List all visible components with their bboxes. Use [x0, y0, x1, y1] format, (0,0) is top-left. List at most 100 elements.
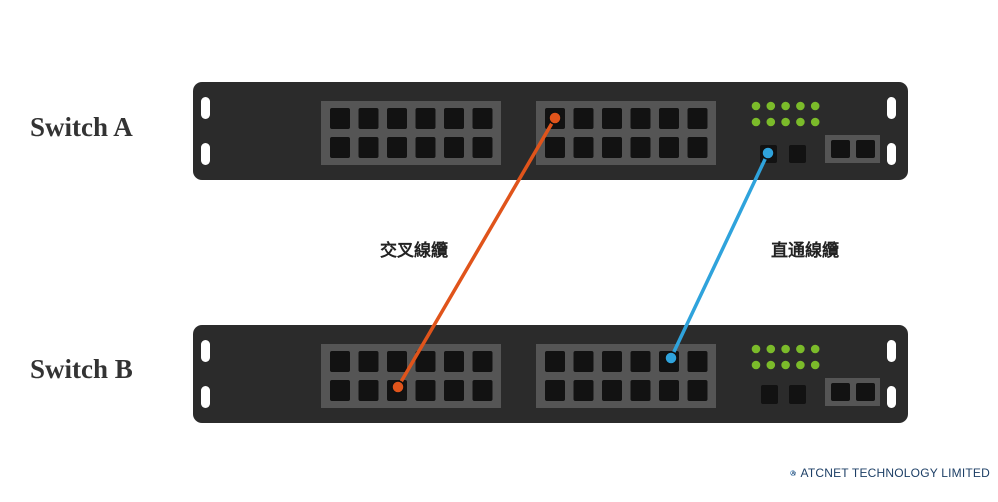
ethernet-port: [573, 351, 594, 372]
port-panel-left: [321, 101, 501, 165]
status-led: [781, 101, 790, 111]
atcnet-logo-icon: [790, 470, 796, 476]
uplink-port: [856, 140, 875, 158]
ethernet-port: [444, 380, 464, 401]
ethernet-port: [687, 351, 708, 372]
ethernet-port: [687, 108, 708, 129]
uplink-port: [856, 383, 875, 401]
ethernet-port: [387, 108, 407, 129]
straight-cable-line: [669, 151, 770, 360]
uplink-port: [831, 140, 850, 158]
status-led: [766, 101, 776, 111]
status-led: [810, 117, 820, 127]
rack-ear-slot: [201, 386, 210, 408]
ethernet-port: [545, 351, 565, 372]
status-led: [781, 117, 790, 127]
rack-ear-slot: [201, 143, 210, 165]
straight-cable-label: 直通線纜: [771, 241, 839, 261]
ethernet-port: [659, 380, 679, 401]
ethernet-port: [630, 108, 651, 129]
ethernet-port: [444, 108, 464, 129]
status-led: [796, 360, 805, 370]
ethernet-port: [602, 380, 622, 401]
port-panel-right: [536, 344, 716, 408]
rack-ear-slot: [887, 97, 896, 119]
port-panel-left: [321, 344, 501, 408]
ethernet-port: [472, 108, 493, 129]
ethernet-port: [358, 351, 379, 372]
ethernet-port: [659, 108, 679, 129]
status-led: [781, 344, 790, 354]
straight-cable-end: [761, 146, 775, 160]
ethernet-port: [444, 137, 464, 158]
ethernet-port: [472, 137, 493, 158]
ethernet-port: [472, 351, 493, 372]
ethernet-port: [545, 137, 565, 158]
rack-ear-slot: [201, 97, 210, 119]
brand-name: ATCNET TECHNOLOGY LIMITED: [800, 466, 990, 480]
crossover-cable-end: [391, 380, 405, 394]
status-led: [751, 360, 761, 370]
ethernet-port: [602, 351, 622, 372]
status-led: [766, 360, 776, 370]
switch-b: [193, 325, 908, 423]
switch-a: [193, 82, 908, 180]
ethernet-port: [415, 351, 436, 372]
ethernet-port: [387, 137, 407, 158]
switch-a-label: Switch A: [30, 112, 133, 142]
crossover-cable-line: [396, 116, 557, 389]
ethernet-port: [330, 137, 350, 158]
ethernet-port: [602, 137, 622, 158]
console-port: [761, 385, 778, 404]
ethernet-port: [545, 380, 565, 401]
ethernet-port: [472, 380, 493, 401]
console-port: [789, 145, 806, 163]
rack-ear-slot: [887, 143, 896, 165]
brand: ATCNET TECHNOLOGY LIMITED: [790, 456, 990, 490]
ethernet-port: [387, 351, 407, 372]
status-led: [751, 344, 761, 354]
crossover-cable-label: 交叉線纜: [380, 241, 448, 261]
ethernet-port: [602, 108, 622, 129]
status-led: [751, 117, 761, 127]
switch-b-label: Switch B: [30, 354, 133, 384]
ethernet-port: [687, 137, 708, 158]
uplink-port: [831, 383, 850, 401]
ethernet-port: [358, 108, 379, 129]
status-led: [810, 344, 820, 354]
ethernet-port: [659, 137, 679, 158]
rack-ear-slot: [887, 340, 896, 362]
status-led: [781, 360, 790, 370]
rack-ear-slot: [887, 386, 896, 408]
status-led: [796, 117, 805, 127]
ethernet-port: [630, 137, 651, 158]
ethernet-port: [573, 380, 594, 401]
ethernet-port: [444, 351, 464, 372]
ethernet-port: [330, 380, 350, 401]
console-port: [789, 385, 806, 404]
ethernet-port: [358, 380, 379, 401]
ethernet-port: [687, 380, 708, 401]
status-led: [766, 117, 776, 127]
status-led: [810, 360, 820, 370]
status-led: [796, 101, 805, 111]
port-panel-right: [536, 101, 716, 165]
ethernet-port: [415, 137, 436, 158]
ethernet-port: [630, 351, 651, 372]
status-led: [751, 101, 761, 111]
rack-ear-slot: [201, 340, 210, 362]
ethernet-port: [415, 380, 436, 401]
status-led: [810, 101, 820, 111]
crossover-cable-end: [548, 111, 562, 125]
ethernet-port: [573, 137, 594, 158]
straight-cable-end: [664, 351, 678, 365]
status-led: [766, 344, 776, 354]
ethernet-port: [415, 108, 436, 129]
ethernet-port: [330, 351, 350, 372]
status-led: [796, 344, 805, 354]
ethernet-port: [358, 137, 379, 158]
ethernet-port: [573, 108, 594, 129]
ethernet-port: [630, 380, 651, 401]
cables: [391, 111, 775, 394]
